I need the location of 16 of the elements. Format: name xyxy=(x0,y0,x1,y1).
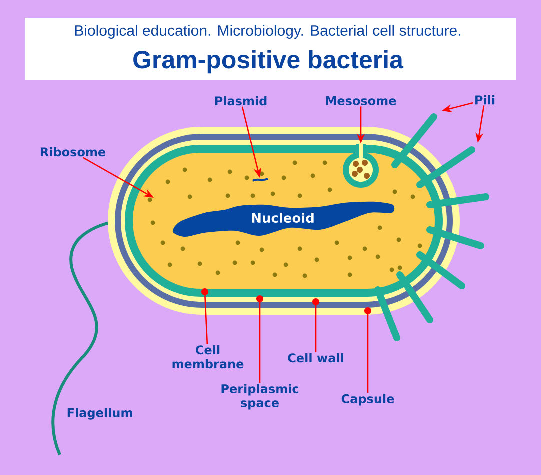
subtitle: Biological education. Microbiology. Bacterial cell structure. xyxy=(75,25,460,39)
leader-line xyxy=(364,308,372,393)
part-label: Plasmid xyxy=(215,96,267,106)
leader-line xyxy=(256,296,264,383)
leader-line xyxy=(312,298,320,352)
part-label: Pili xyxy=(476,95,495,105)
part-label: Ribosome xyxy=(41,147,106,157)
part-label: Periplasmic space xyxy=(222,384,299,410)
part-label: Cell membrane xyxy=(172,345,244,369)
leader-line xyxy=(202,288,208,344)
part-label: Mesosome xyxy=(326,96,396,106)
part-label: Flagellum xyxy=(68,408,132,420)
part-label: Capsule xyxy=(342,394,394,406)
title: Gram-positive bacteria xyxy=(134,50,404,74)
part-label: Cell wall xyxy=(288,353,344,363)
mesosome-drawing xyxy=(343,144,379,188)
